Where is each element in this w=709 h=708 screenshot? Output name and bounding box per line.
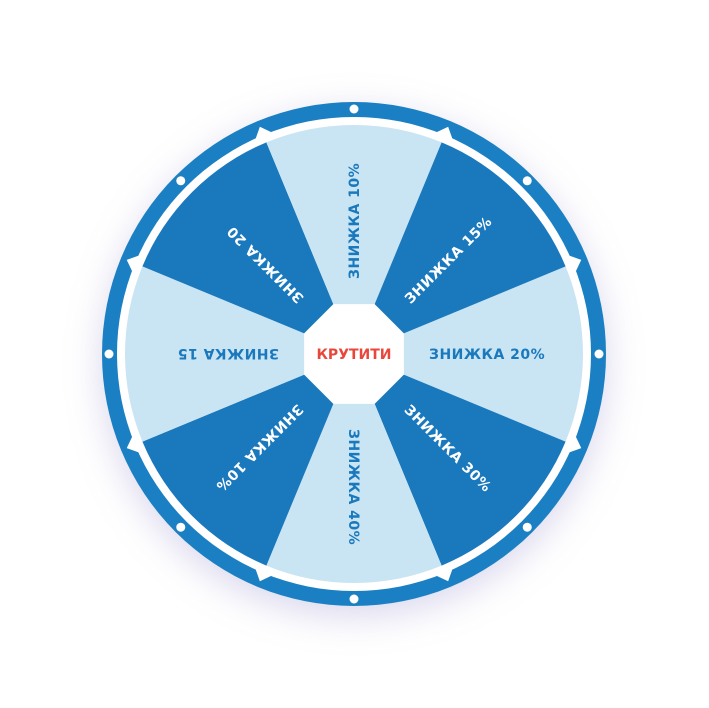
wheel-segment bbox=[142, 142, 354, 354]
pointer-notch-icon bbox=[253, 126, 278, 145]
wheel-segment bbox=[354, 266, 583, 442]
ring-dot-icon bbox=[522, 176, 532, 186]
ring-dot-icon bbox=[594, 349, 604, 359]
spin-button-octagon[interactable] bbox=[304, 304, 404, 404]
wheel-segment bbox=[354, 142, 566, 354]
pointer-notch-icon bbox=[563, 430, 582, 455]
wheel-segment bbox=[354, 354, 566, 566]
segment-label: ЗНИЖКА 15 bbox=[177, 345, 279, 361]
wheel-segment bbox=[266, 354, 442, 583]
pointer-notch-icon bbox=[563, 253, 582, 278]
segment-label: ЗНИЖКА 40% bbox=[345, 429, 361, 545]
ring-dot-icon bbox=[176, 522, 186, 532]
pointer-notch-icon bbox=[430, 563, 455, 582]
ring-dot-icon bbox=[349, 594, 359, 604]
pointer-notch-icon bbox=[253, 563, 278, 582]
wheel-segment bbox=[142, 354, 354, 566]
segment-label: ЗНИЖКА 10% bbox=[347, 163, 363, 279]
spin-button-label[interactable]: КРУТИТИ bbox=[316, 347, 391, 363]
ring-dot-icon bbox=[176, 176, 186, 186]
ring-dot-icon bbox=[349, 104, 359, 114]
pointer-notch-icon bbox=[126, 253, 145, 278]
ring-dot-icon bbox=[522, 522, 532, 532]
wheel-segment bbox=[266, 124, 442, 354]
ring-dot-icon bbox=[104, 349, 114, 359]
spin-button[interactable]: КРУТИТИ bbox=[304, 304, 404, 404]
wheel-segment bbox=[124, 266, 355, 442]
pointer-notch-icon bbox=[126, 430, 145, 455]
pointer-notch-icon bbox=[430, 126, 455, 145]
segment-label: ЗНИЖКА 20% bbox=[429, 347, 545, 363]
